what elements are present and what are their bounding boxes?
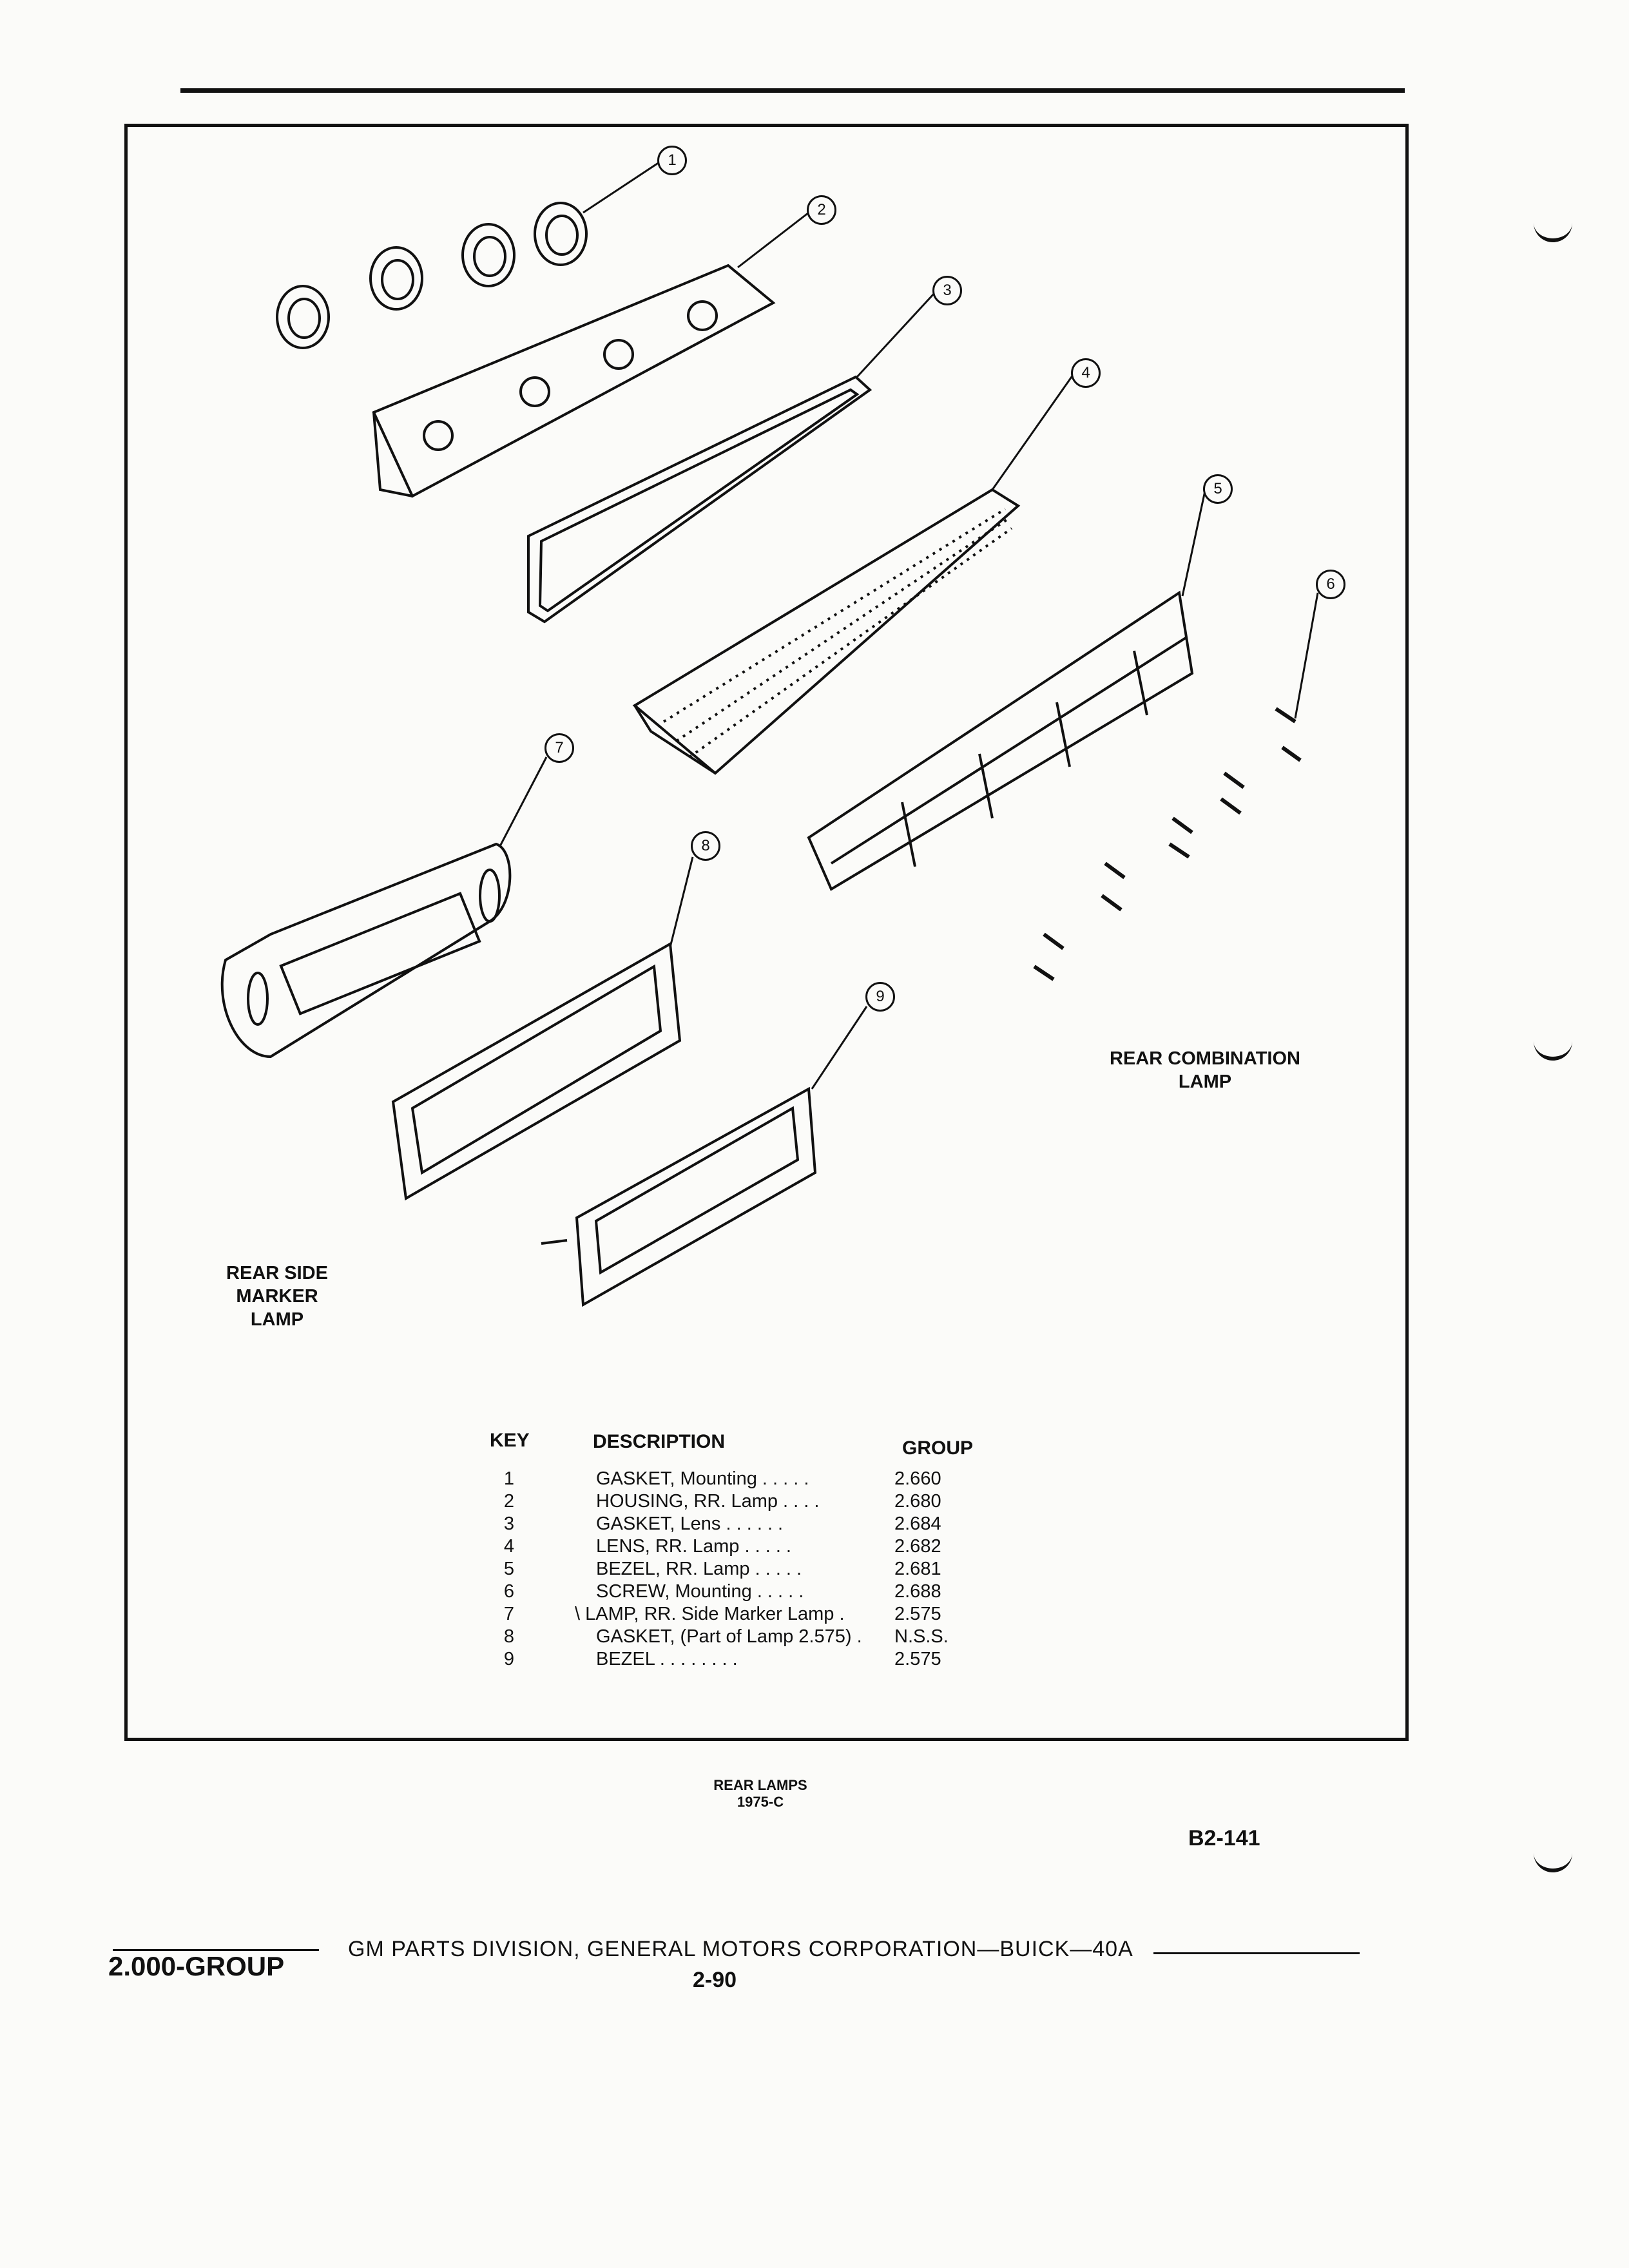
callout-4: 4 [1071, 358, 1101, 388]
footer-page-number: 2-90 [693, 1968, 737, 1992]
footer-group: 2.000-GROUP [108, 1951, 285, 1981]
marker-gasket [391, 941, 682, 1201]
rr-lamp-bezel [807, 590, 1194, 891]
caption-subtitle: 1975-C [737, 1794, 784, 1810]
callout-5: 5 [1203, 474, 1233, 504]
rear-side-marker-lamp-label: REAR SIDE MARKER LAMP [226, 1263, 328, 1330]
footer-publisher: GM PARTS DIVISION, GENERAL MOTORS CORPOR… [348, 1937, 1133, 1961]
legend-header-group: GROUP [902, 1437, 974, 1459]
diagram-frame [124, 124, 1409, 1741]
callout-2: 2 [807, 195, 836, 225]
side-marker-lamp [220, 842, 512, 1059]
figure-caption: REAR LAMPS 1975-C [689, 1777, 831, 1811]
legend-header-key: KEY [490, 1430, 530, 1451]
rr-lamp-housing [372, 264, 776, 498]
callout-3: 3 [932, 276, 962, 305]
callout-8: 8 [691, 831, 720, 861]
leader-lines [498, 161, 1319, 1090]
mounting-screws [1033, 707, 1302, 981]
callout-9: 9 [865, 982, 895, 1012]
page-id: B2-141 [1188, 1826, 1260, 1850]
callout-6: 6 [1316, 570, 1345, 599]
legend-header-description: DESCRIPTION [593, 1431, 726, 1452]
binding-mark [1534, 213, 1572, 242]
binding-mark [1534, 1031, 1572, 1061]
caption-title: REAR LAMPS [713, 1777, 807, 1793]
mounting-gaskets [276, 202, 588, 349]
binding-mark [1534, 1843, 1572, 1872]
footer-rule-left [113, 1949, 319, 1951]
callout-7: 7 [545, 733, 574, 763]
rr-lamp-lens [632, 488, 1021, 775]
footer-rule-right [1153, 1952, 1360, 1954]
top-rule [180, 88, 1405, 93]
lens-gasket [527, 375, 872, 624]
marker-bezel [541, 1086, 817, 1307]
rear-combination-lamp-label: REAR COMBINATION LAMP [1110, 1048, 1300, 1092]
callout-1: 1 [657, 146, 687, 175]
